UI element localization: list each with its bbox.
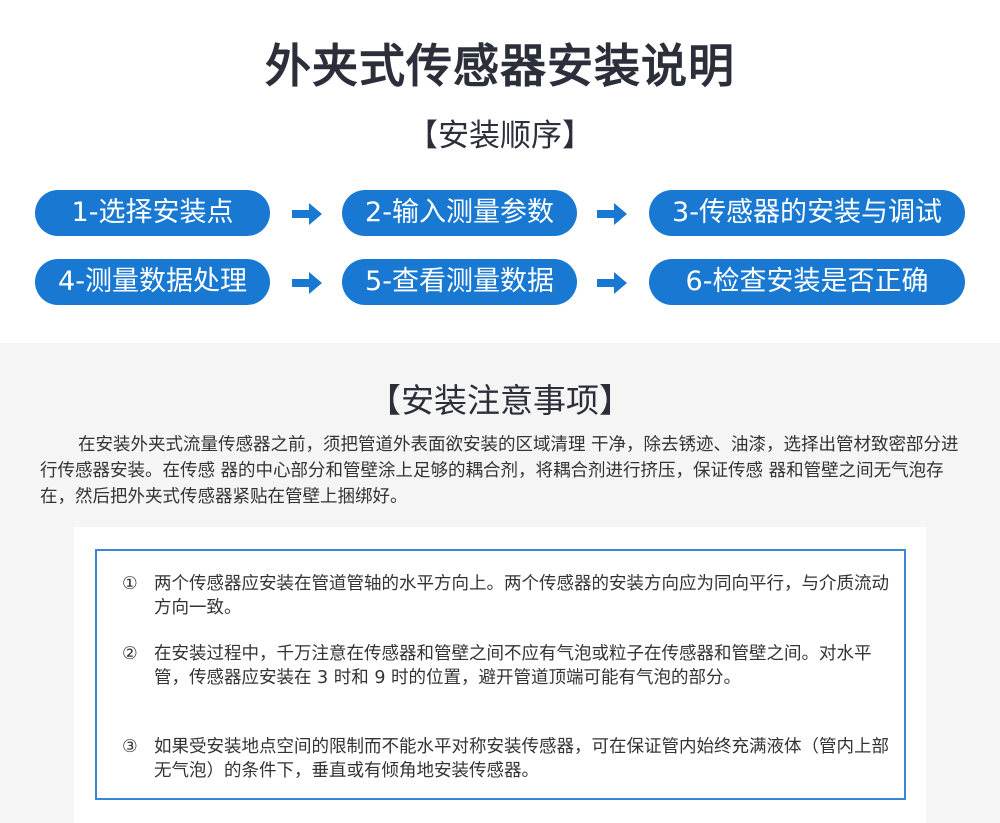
note-number: ③ [122,737,138,757]
note-number: ① [122,574,138,594]
note-item-2: ② 在安装过程中，千万注意在传感器和管壁之间不应有气泡或粒子在传感器和管壁之间。… [122,642,892,690]
note-number: ② [122,644,138,664]
note-text: 两个传感器应安装在管道管轴的水平方向上。两个传感器的安装方向应为同向平行，与介质… [154,574,889,618]
notes-heading: 【安装注意事项】 [368,381,632,420]
step-5-pill: 5-查看测量数据 [342,259,577,305]
arrow-right-icon [292,203,322,225]
note-text: 在安装过程中，千万注意在传感器和管壁之间不应有气泡或粒子在传感器和管壁之间。对水… [154,644,872,688]
notes-card-border [95,549,906,800]
step-4-pill: 4-测量数据处理 [35,259,270,305]
note-item-3: ③ 如果受安装地点空间的限制而不能水平对称安装传感器，可在保证管内始终充满液体（… [122,735,892,783]
notes-card [74,527,926,823]
step-2-pill: 2-输入测量参数 [342,190,577,236]
step-3-pill: 3-传感器的安装与调试 [649,190,965,236]
arrow-right-icon [597,272,627,294]
step-1-pill: 1-选择安装点 [35,190,270,236]
page-title: 外夹式传感器安装说明 [265,39,735,93]
intro-paragraph: 在安装外夹式流量传感器之前，须把管道外表面欲安装的区域清理 干净，除去锈迹、油漆… [40,435,959,507]
note-item-1: ① 两个传感器应安装在管道管轴的水平方向上。两个传感器的安装方向应为同向平行，与… [122,572,892,620]
install-order-heading: 【安装顺序】 [407,118,593,154]
arrow-right-icon [292,272,322,294]
note-text: 如果受安装地点空间的限制而不能水平对称安装传感器，可在保证管内始终充满液体（管内… [154,737,889,781]
step-6-pill: 6-检查安装是否正确 [649,259,965,305]
arrow-right-icon [597,203,627,225]
header-section: 外夹式传感器安装说明 【安装顺序】 1-选择安装点 2-输入测量参数 3-传感器… [0,0,1000,343]
